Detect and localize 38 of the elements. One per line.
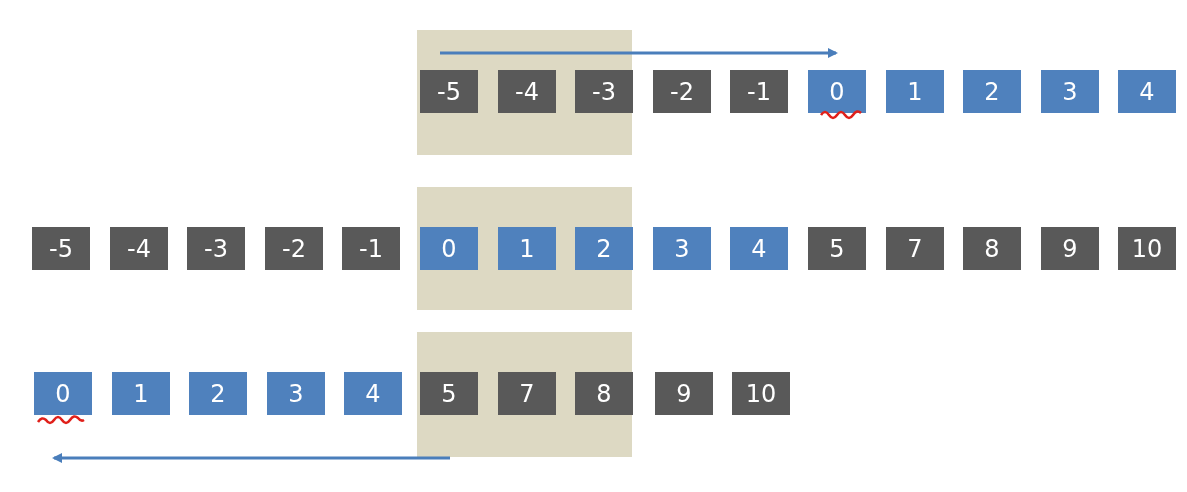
number-box: 9 — [655, 372, 713, 415]
number-box: 2 — [575, 227, 633, 270]
number-box: 1 — [886, 70, 944, 113]
number-box: 3 — [1041, 70, 1099, 113]
number-box: 1 — [498, 227, 556, 270]
number-box: 7 — [498, 372, 556, 415]
number-box: -1 — [342, 227, 400, 270]
number-box: 5 — [808, 227, 866, 270]
number-box: -4 — [498, 70, 556, 113]
number-box: -3 — [575, 70, 633, 113]
number-box: 5 — [420, 372, 478, 415]
number-box: -4 — [110, 227, 168, 270]
number-box: 8 — [963, 227, 1021, 270]
number-box: 8 — [575, 372, 633, 415]
number-box: 2 — [189, 372, 247, 415]
number-box: -2 — [265, 227, 323, 270]
number-box: -2 — [653, 70, 711, 113]
number-box: 0 — [420, 227, 478, 270]
number-box: 4 — [730, 227, 788, 270]
number-box: 4 — [1118, 70, 1176, 113]
number-box: 1 — [112, 372, 170, 415]
number-box: -1 — [730, 70, 788, 113]
window-band — [417, 332, 632, 457]
number-box: 10 — [1118, 227, 1176, 270]
number-box: -5 — [420, 70, 478, 113]
number-box: 2 — [963, 70, 1021, 113]
number-box: -5 — [32, 227, 90, 270]
number-box: 7 — [886, 227, 944, 270]
number-box: -3 — [187, 227, 245, 270]
window-band — [417, 30, 632, 155]
number-box: 3 — [653, 227, 711, 270]
number-box: 0 — [34, 372, 92, 415]
number-box: 9 — [1041, 227, 1099, 270]
number-box: 10 — [732, 372, 790, 415]
window-band — [417, 187, 632, 310]
number-box: 3 — [267, 372, 325, 415]
number-box: 4 — [344, 372, 402, 415]
number-box: 0 — [808, 70, 866, 113]
